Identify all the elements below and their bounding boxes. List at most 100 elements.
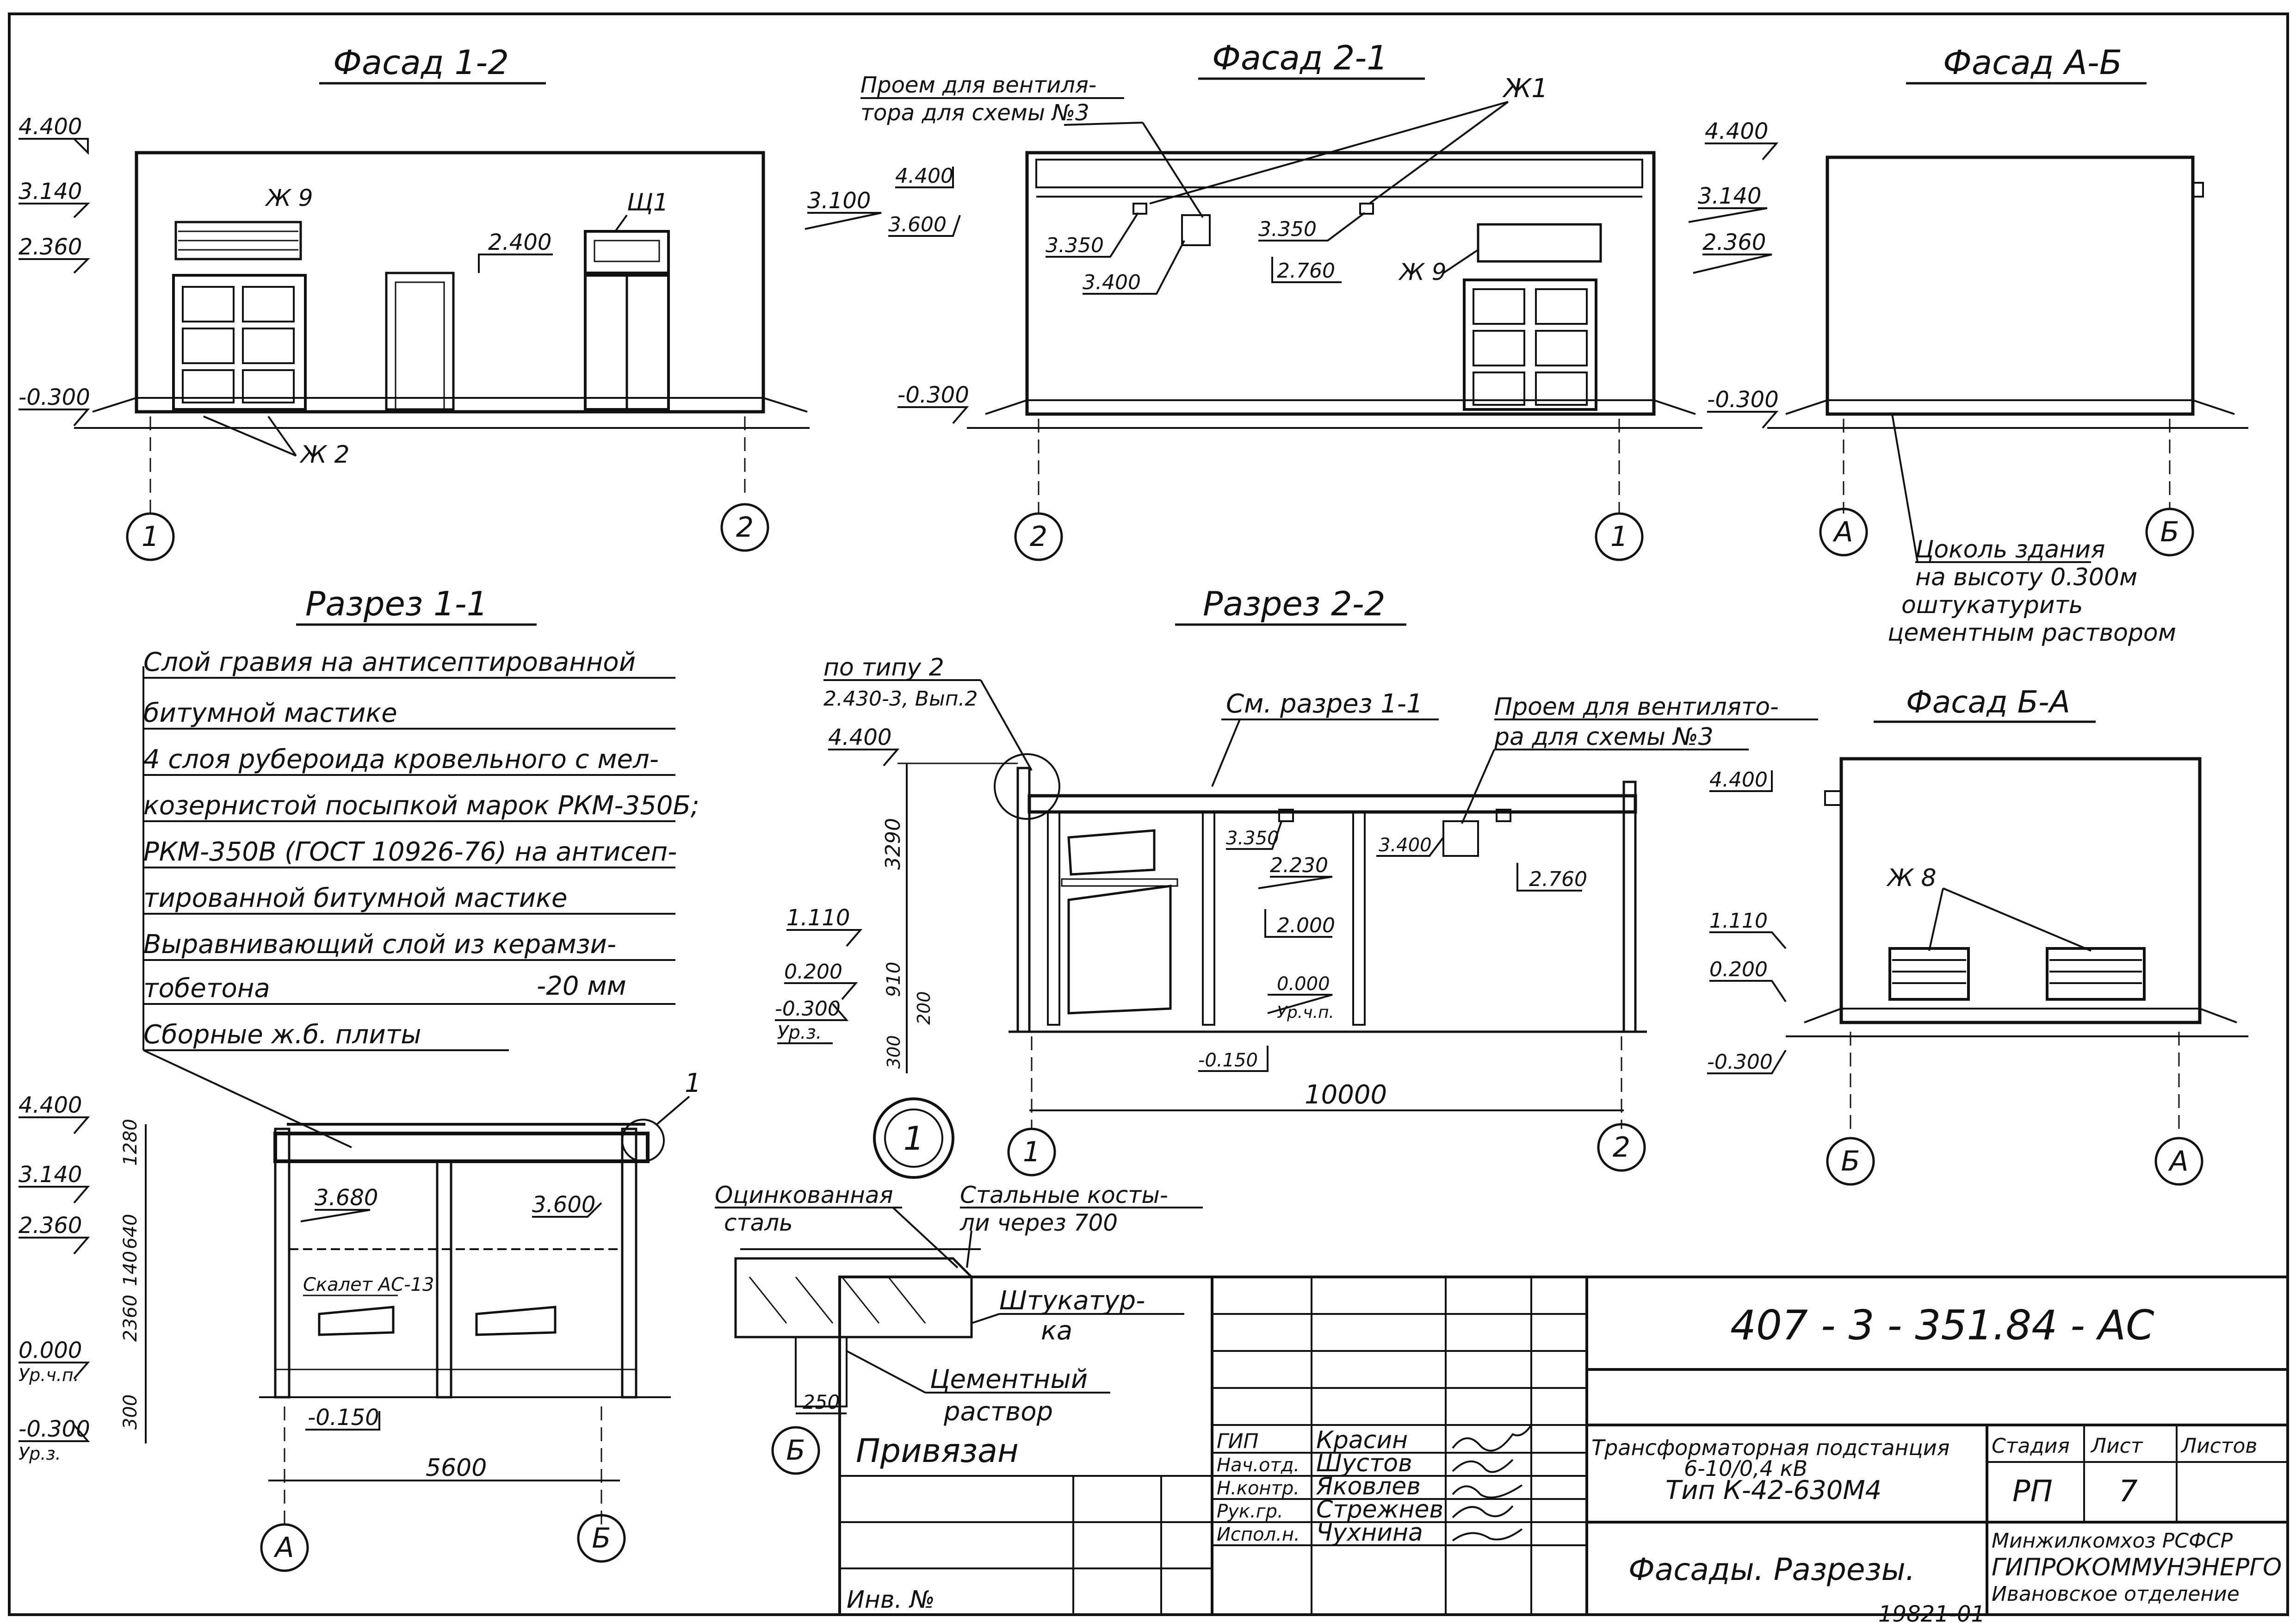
sheets-header: Листов xyxy=(2180,1434,2257,1458)
role-label: ГИП xyxy=(1217,1430,1259,1453)
level-label: 1.110 xyxy=(786,905,850,931)
org-line: ГИПРОКОММУНЭНЕРГО xyxy=(1992,1554,2282,1581)
vent-note-line: ра для схемы №3 xyxy=(1494,723,1714,751)
facade-1-2: Фасад 1-2 4.400 3.140 2.360 xyxy=(19,43,882,561)
mark-zh9: Ж 9 xyxy=(1398,259,1447,285)
axis-label: А xyxy=(1832,516,1853,548)
level-2230: 2.230 xyxy=(1270,854,1328,877)
level-label: -0.300 xyxy=(19,1416,90,1442)
title-block: 407 - 3 - 351.84 - АС Привязан Инв. № ГИ… xyxy=(838,1276,2289,1623)
level-label: 2.760 xyxy=(1277,259,1335,283)
tied-label: Привязан xyxy=(856,1432,1019,1470)
facade-a-b-levels: 4.400 3.140 2.360 -0.300 xyxy=(1688,118,1779,429)
dim-label: 200 xyxy=(914,991,934,1025)
level-label: -0.300 xyxy=(775,997,841,1021)
layer-line: битумной мастике xyxy=(143,698,397,728)
facade-1-2-title: Фасад 1-2 xyxy=(333,43,509,82)
facade-2-1: Фасад 2-1 Проем для вентиля- тора для сх… xyxy=(860,38,1702,561)
level-label: 3.140 xyxy=(19,1162,82,1188)
section-1-1: Разрез 1-1 Слой гравия на антисептирован… xyxy=(19,584,701,1572)
mark-zh2: Ж 2 xyxy=(299,441,350,469)
level-note: Ур.ч.п. xyxy=(1277,1003,1334,1022)
detail-label: ли через 700 xyxy=(959,1209,1118,1236)
org-line: Минжилкомхоз РСФСР xyxy=(1992,1529,2233,1553)
level-0150: -0.150 xyxy=(308,1405,379,1431)
vent-note-line: тора для схемы №3 xyxy=(860,100,1089,126)
plinth-note-line: на высоту 0.300м xyxy=(1915,564,2137,591)
detail-b: Оцинкованная сталь Стальные косты- ли че… xyxy=(715,1182,1203,1475)
layer-line: Выравнивающий слой из керамзи- xyxy=(143,929,616,960)
level-3100: 3.100 xyxy=(807,188,871,214)
plinth-note-line: цементным раствором xyxy=(1888,619,2176,647)
detail-label: Цементный xyxy=(930,1364,1088,1394)
axis-label: 2 xyxy=(1030,520,1047,553)
project-line: Трансформаторная подстанция xyxy=(1591,1435,1949,1460)
level-label: 3.140 xyxy=(19,179,82,204)
dim-label: 640 xyxy=(120,1214,141,1249)
level-note: Ур.з. xyxy=(777,1022,822,1043)
layer-line: тированной битумной мастике xyxy=(143,883,567,913)
span-dim: 5600 xyxy=(426,1454,487,1482)
axis-label: А xyxy=(273,1531,294,1564)
role-label: Испол.н. xyxy=(1217,1524,1300,1545)
detail-label: Стальные косты- xyxy=(960,1182,1168,1208)
detail-label: Штукатур- xyxy=(999,1286,1145,1316)
level-2400: 2.400 xyxy=(488,229,551,255)
section-1-1-title: Разрез 1-1 xyxy=(305,584,488,623)
level-0000: 0.000 xyxy=(1277,973,1330,995)
name-label: Яковлев xyxy=(1316,1473,1421,1500)
vent-note-line: Проем для вентилято- xyxy=(1494,693,1779,721)
facade-b-a-levels: 4.400 1.110 0.200 -0.300 xyxy=(1707,768,1787,1074)
axis-label: 2 xyxy=(1613,1131,1630,1164)
level-label: -0.300 xyxy=(897,382,969,408)
plinth-note-line: оштукатурить xyxy=(1901,591,2083,619)
layer-line: козернистой посыпкой марок РКМ-350Б; xyxy=(143,791,699,821)
facade-1-2-levels: 4.400 3.140 2.360 -0.300 xyxy=(19,114,90,427)
callout-1: 1 xyxy=(685,1068,701,1098)
section-2-2-title: Разрез 2-2 xyxy=(1203,584,1386,623)
level-0150: -0.150 xyxy=(1198,1050,1258,1071)
level-label: 2.360 xyxy=(19,234,82,260)
signature-marks xyxy=(1452,1424,1532,1542)
roof-layers-note: Слой гравия на антисептированной битумно… xyxy=(142,647,699,1148)
axis-label: 2 xyxy=(736,511,754,544)
level-label: 4.400 xyxy=(895,164,953,188)
dim-label: 300 xyxy=(884,1035,904,1069)
dim-label: 1280 xyxy=(120,1119,141,1166)
layer-line: тобетона xyxy=(143,973,270,1004)
role-label: Рук.гр. xyxy=(1217,1501,1283,1522)
section-1-1-dims: 1280 640 140 2360 300 xyxy=(120,1119,147,1443)
drawing-code: 407 - 3 - 351.84 - АС xyxy=(1730,1301,2154,1349)
layer-thickness: -20 мм xyxy=(537,971,626,1001)
org-line: Ивановское отделение xyxy=(1992,1582,2240,1606)
level-3350: 3.350 xyxy=(1226,828,1279,849)
section-2-2-levels: 4.400 1.110 0.200 -0.300 Ур.з. xyxy=(775,725,900,1044)
project-line: 6-10/0,4 кВ xyxy=(1684,1456,1807,1481)
layer-line: Сборные ж.б. плиты xyxy=(143,1020,421,1050)
inv-label: Инв. № xyxy=(847,1586,935,1614)
level-label: 3.350 xyxy=(1258,217,1317,241)
ref-type: по типу 2 xyxy=(823,654,944,681)
ref-series: 2.430-3, Вып.2 xyxy=(823,687,978,711)
drawing-number: 19821-01 xyxy=(1878,1601,1985,1623)
level-label: 2.360 xyxy=(1702,229,1766,255)
dim-label: 3290 xyxy=(881,818,905,870)
vent-note-line: Проем для вентиля- xyxy=(860,72,1096,98)
mark-zh9: Ж 9 xyxy=(265,185,313,211)
layer-line: 4 слоя рубероида кровельного с мел- xyxy=(143,744,659,774)
mark-shch1: Щ1 xyxy=(627,189,668,217)
detail-callout: 1 xyxy=(904,1120,924,1158)
layer-line: РКМ-350В (ГОСТ 10926-76) на антисеп- xyxy=(143,837,677,867)
level-label: 4.400 xyxy=(19,114,82,140)
stage-header: Стадия xyxy=(1992,1434,2070,1458)
name-label: Стрежнев xyxy=(1316,1496,1443,1524)
detail-dim: 250 xyxy=(803,1391,840,1413)
project-line: Тип К-42-630М4 xyxy=(1665,1475,1881,1505)
dim-label: 300 xyxy=(120,1394,141,1430)
axis-label: 1 xyxy=(142,520,159,553)
mark-zh8: Ж 8 xyxy=(1886,864,1937,892)
plinth-note-line: Цоколь здания xyxy=(1915,536,2105,564)
detail-label: Оцинкованная xyxy=(715,1182,893,1208)
level-label: -0.300 xyxy=(1707,387,1779,413)
